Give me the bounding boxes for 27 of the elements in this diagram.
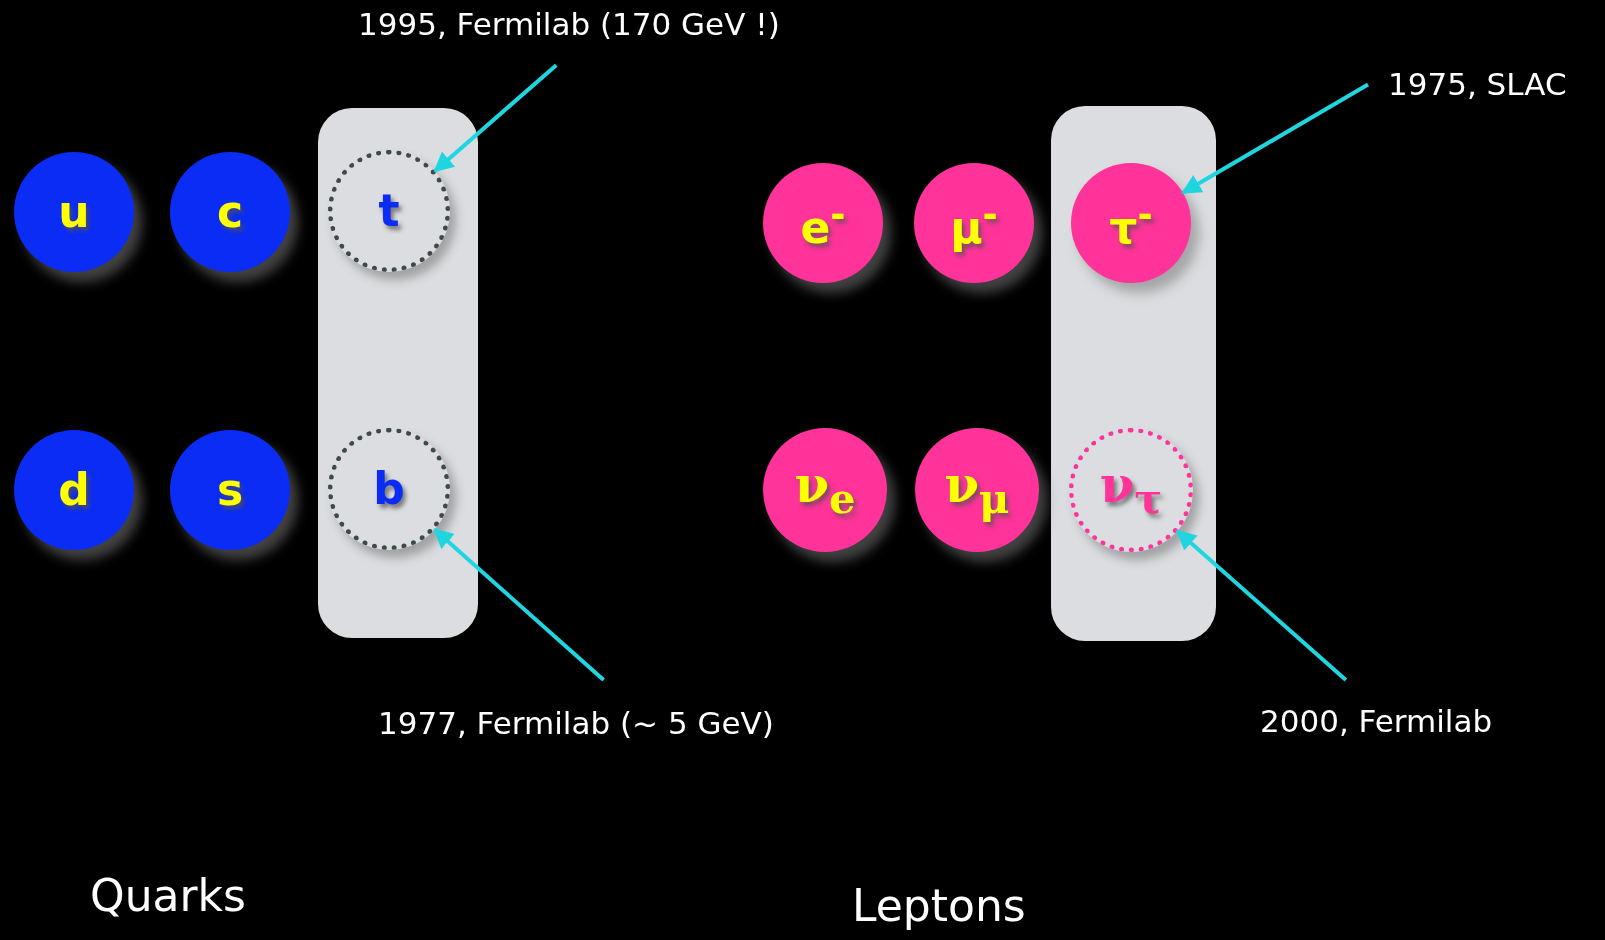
leader-arrow xyxy=(433,528,605,682)
leader-arrow xyxy=(1181,82,1369,195)
generation-band xyxy=(318,108,478,638)
particle-symbol: d xyxy=(58,468,90,512)
particle-symbol: τ$^{-}$ xyxy=(1109,196,1153,250)
particle-symbol: s xyxy=(216,468,244,512)
category-label: Leptons xyxy=(852,880,1026,931)
dashed-particle-circle xyxy=(328,150,450,272)
generation-band xyxy=(1051,106,1216,641)
dashed-particle-circle xyxy=(1069,428,1193,552)
particle-symbol: u xyxy=(58,190,90,234)
discovery-note: 1977, Fermilab (~ 5 GeV) xyxy=(378,705,774,743)
particle-symbol: e$^{-}$ xyxy=(800,196,846,250)
leader-arrow xyxy=(1175,529,1348,682)
dashed-particle-circle xyxy=(328,428,450,550)
particle-symbol: μ$^{-}$ xyxy=(950,196,998,250)
category-label: Quarks xyxy=(90,870,246,921)
leader-arrow xyxy=(433,63,558,173)
discovery-note: 2000, Fermilab xyxy=(1260,703,1493,741)
particle-symbol: ν$_{e}$ xyxy=(794,460,856,520)
particle-symbol: c xyxy=(216,190,244,234)
discovery-note: 1995, Fermilab (170 GeV !) xyxy=(358,6,780,44)
particle-symbol: t xyxy=(378,189,400,233)
particle-symbol: ν$_{τ}$ xyxy=(1099,460,1163,520)
particle-symbol: ν$_{μ}$ xyxy=(944,460,1010,520)
particle-symbol: b xyxy=(373,467,405,511)
discovery-note: 1975, SLAC xyxy=(1388,66,1567,104)
